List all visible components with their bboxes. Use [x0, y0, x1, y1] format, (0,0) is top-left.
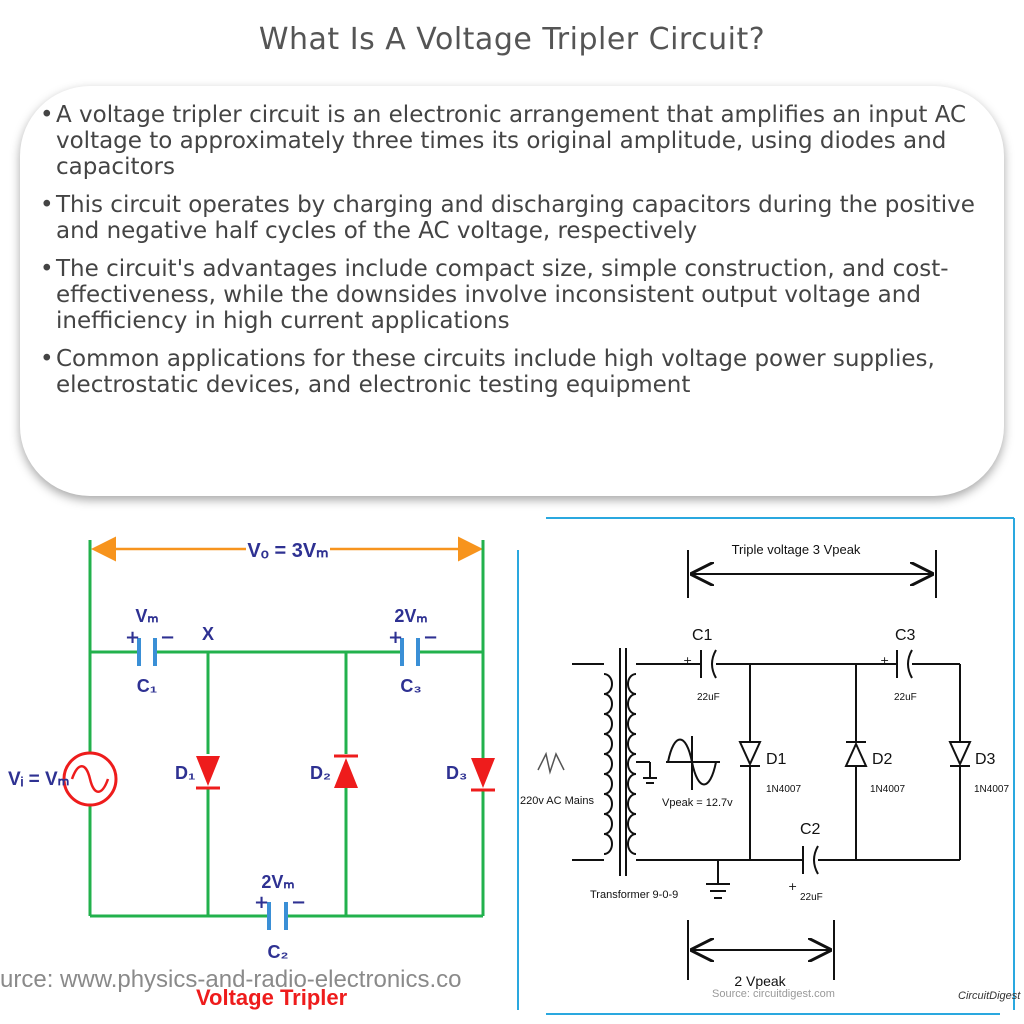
c1-label: C₁ [137, 676, 157, 696]
bullet-item: •Common applications for these circuits … [40, 346, 990, 398]
capacitor-c1-icon [700, 649, 717, 679]
mains-label: 220v AC Mains [520, 795, 594, 807]
c3-voltage-label: 2Vₘ [394, 606, 427, 626]
triple-voltage-label: Triple voltage 3 Vpeak [732, 542, 861, 557]
bullet-list: •A voltage tripler circuit is an electro… [40, 102, 990, 410]
c3-plus: + [880, 654, 889, 667]
bullet-item: •This circuit operates by charging and d… [40, 192, 990, 244]
page-title: What Is A Voltage Tripler Circuit? [258, 22, 766, 57]
c2-value: 22uF [800, 892, 823, 903]
bullet-text: This circuit operates by charging and di… [56, 192, 975, 244]
d3-label: D3 [975, 751, 996, 768]
d3-part: 1N4007 [974, 784, 1009, 795]
c2-label: C₂ [268, 942, 289, 962]
bullet-text: The circuit's advantages include compact… [56, 256, 949, 334]
summary-card [20, 86, 1004, 496]
d3-label: D₃ [446, 763, 467, 783]
capacitor-c1-icon [137, 638, 157, 666]
d1-part: 1N4007 [766, 784, 801, 795]
right-source-credit: Source: circuitdigest.com [712, 988, 835, 1000]
diode-d1-icon [738, 741, 762, 767]
c2-plus: + [254, 892, 269, 913]
d2-part: 1N4007 [870, 784, 905, 795]
d1-label: D₁ [175, 763, 195, 783]
capacitor-c2-icon [267, 902, 288, 930]
bullet-item: •A voltage tripler circuit is an electro… [40, 102, 990, 180]
bullet-text: Common applications for these circuits i… [56, 346, 935, 398]
transformer-label: Transformer 9-0-9 [590, 889, 678, 901]
c3-label: C₃ [400, 676, 421, 696]
sine-wave-icon [666, 736, 720, 790]
diode-d1-icon [196, 756, 220, 790]
node-x-label: X [202, 624, 214, 644]
diode-d2-icon [844, 741, 868, 767]
voltage-tripler-schematic-right: 220v AC Mains Transformer 9-0-9 Vpeak = … [517, 517, 1015, 1015]
d2-label: D2 [872, 751, 893, 768]
bullet-marker: • [40, 346, 54, 372]
c1-label: C1 [692, 627, 713, 644]
vo-label: Vₒ = 3Vₘ [247, 540, 328, 562]
vi-label: Vᵢ = Vₘ [8, 769, 70, 790]
bullet-item: •The circuit's advantages include compac… [40, 256, 990, 334]
d1-label: D1 [766, 751, 787, 768]
capacitor-c3-icon [400, 638, 420, 666]
c2-minus: − [291, 892, 306, 913]
left-source-credit: urce: www.physics-and-radio-electronics.… [0, 966, 462, 993]
c3-minus: − [423, 627, 438, 648]
ac-source-icon [62, 751, 118, 807]
c1-voltage-label: Vₘ [135, 606, 158, 626]
capacitor-c3-icon [896, 649, 913, 679]
voltage-tripler-schematic-left: Vₒ = 3Vₘ Vᵢ = Vₘ Vₘ + − C₁ X 2Vₘ + − C₃ [8, 536, 495, 962]
diode-d3-icon [948, 741, 972, 767]
diode-d3-icon [471, 758, 495, 792]
bullet-marker: • [40, 192, 54, 218]
vpeak-label: Vpeak = 12.7v [662, 797, 733, 809]
ac-mains-icon [537, 751, 565, 775]
bullet-marker: • [40, 256, 54, 282]
c3-plus: + [388, 627, 403, 648]
circuit-wires [88, 540, 485, 918]
transformer-icon [603, 648, 637, 876]
c3-label: C3 [895, 627, 916, 644]
c2-label: C2 [800, 821, 821, 838]
c2-plus: + [788, 880, 797, 893]
voltage-tripler-caption: Voltage Tripler [196, 985, 348, 1010]
c1-minus: − [160, 627, 175, 648]
bullet-marker: • [40, 102, 54, 128]
bullet-text: A voltage tripler circuit is an electron… [56, 102, 967, 180]
circuitdigest-logo: CircuitDigest [958, 990, 1021, 1002]
right-circuit-wires [572, 550, 961, 980]
c1-plus: + [683, 654, 692, 667]
diode-d2-icon [334, 754, 358, 788]
c2-voltage-label: 2Vₘ [261, 872, 294, 892]
capacitor-c2-icon [802, 845, 819, 875]
d2-label: D₂ [310, 763, 331, 783]
c3-value: 22uF [894, 692, 917, 703]
two-vpeak-label: 2 Vpeak [734, 973, 786, 989]
c1-plus: + [125, 627, 140, 648]
c1-value: 22uF [697, 692, 720, 703]
